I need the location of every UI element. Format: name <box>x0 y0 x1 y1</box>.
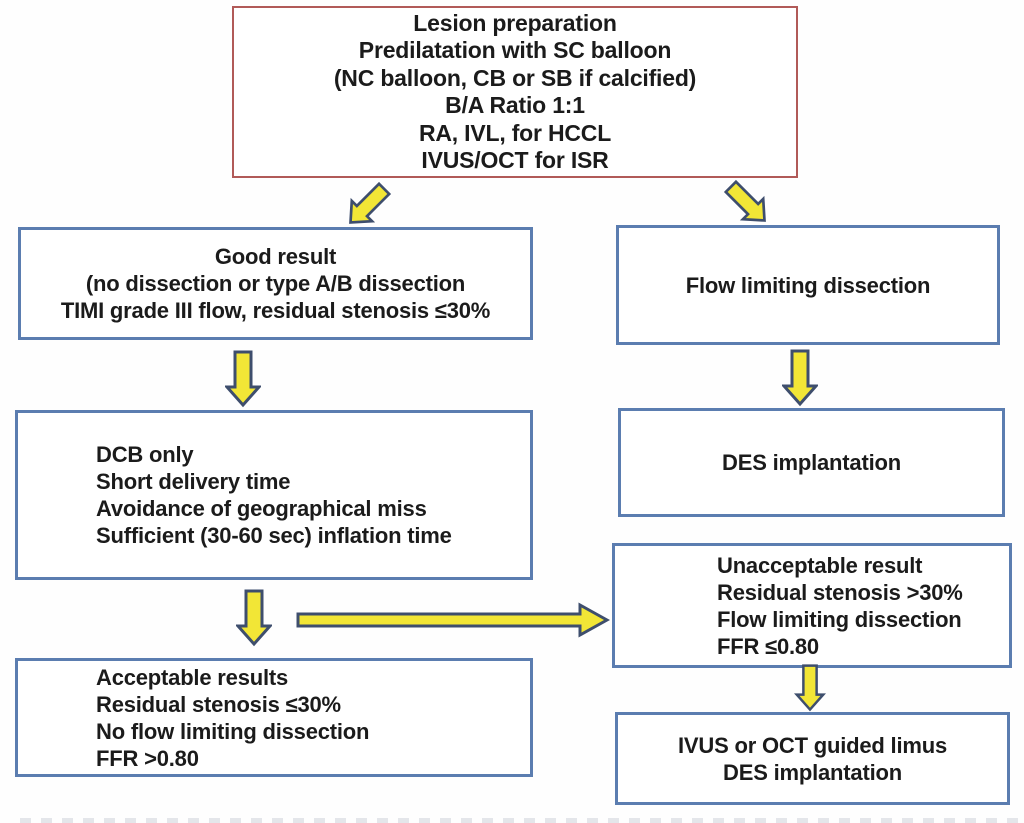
ivus-oct-guided-des-box: IVUS or OCT guided limus DES implantatio… <box>615 712 1010 805</box>
dcb-to-unacceptable-arrow-icon <box>296 602 610 638</box>
text-line: DCB only <box>96 442 194 467</box>
text-line: B/A Ratio 1:1 <box>445 92 585 118</box>
text-line: (NC balloon, CB or SB if calcified) <box>333 64 697 91</box>
text-line: IVUS or OCT guided limus <box>678 732 947 758</box>
cropped-caption-remnant <box>20 818 1022 823</box>
text-line: FFR >0.80 <box>96 745 199 771</box>
flow-limiting-to-des-arrow-icon <box>782 349 818 407</box>
text-line: Acceptable results <box>96 664 289 690</box>
text-line: IVUS/OCT for ISR <box>421 147 609 173</box>
dcb-to-acceptable-arrow-icon <box>236 589 272 647</box>
lesion-preparation-box: Lesion preparation Predilatation with SC… <box>232 6 798 178</box>
text-line: DES implantation <box>722 450 901 475</box>
text-line: Good result <box>214 244 337 269</box>
text-line: Flow limiting dissection <box>717 606 962 632</box>
text-line: Flow limiting dissection <box>685 272 931 298</box>
text-line: FFR ≤0.80 <box>717 633 819 659</box>
dcb-only-box: DCB only Short delivery time Avoidance o… <box>15 410 533 580</box>
lesion-prep-to-flow-limiting-arrow-icon <box>723 179 766 222</box>
acceptable-results-box: Acceptable results Residual stenosis ≤30… <box>15 658 533 777</box>
text-line: No flow limiting dissection <box>96 718 370 744</box>
lesion-prep-to-good-result-arrow-icon <box>349 181 392 224</box>
unacceptable-result-box: Unacceptable result Residual stenosis >3… <box>612 543 1012 668</box>
text-line: Lesion preparation <box>413 9 617 36</box>
text-line: Avoidance of geographical miss <box>96 496 427 521</box>
text-line: DES implantation <box>723 759 902 785</box>
text-line: Short delivery time <box>96 469 291 494</box>
good-result-to-dcb-arrow-icon <box>225 350 261 408</box>
text-line: Predilatation with SC balloon <box>358 37 672 63</box>
good-result-box: Good result (no dissection or type A/B d… <box>18 227 533 340</box>
des-implantation-box: DES implantation <box>618 408 1005 517</box>
flow-limiting-dissection-box: Flow limiting dissection <box>616 225 1000 345</box>
text-line: (no dissection or type A/B dissection <box>85 271 466 296</box>
text-line: Unacceptable result <box>717 552 923 578</box>
text-line: TIMI grade III flow, residual stenosis ≤… <box>60 298 491 323</box>
text-line: RA, IVL, for HCCL <box>418 119 612 146</box>
text-line: Residual stenosis >30% <box>717 579 963 605</box>
text-line: Residual stenosis ≤30% <box>96 691 341 717</box>
text-line: Sufficient (30-60 sec) inflation time <box>96 523 452 548</box>
unacceptable-to-ivus-arrow-icon <box>793 664 827 712</box>
